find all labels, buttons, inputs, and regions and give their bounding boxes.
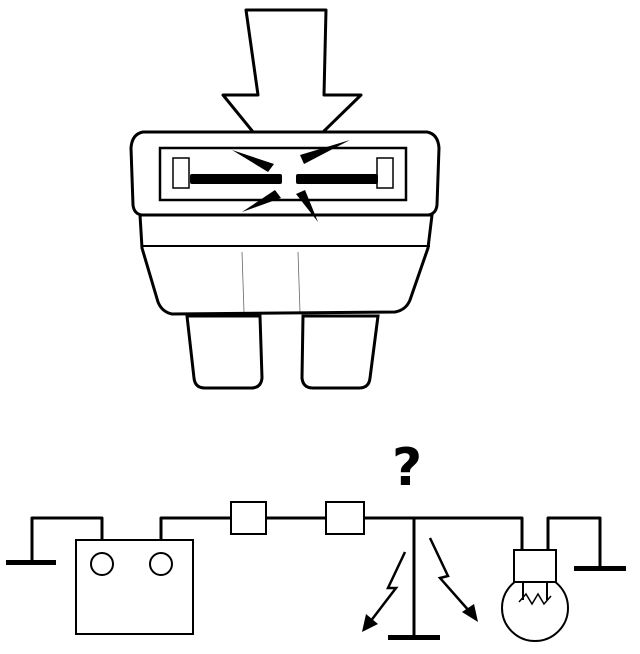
battery-icon	[75, 539, 194, 635]
burst-icon	[232, 140, 350, 222]
fuse-icon	[230, 501, 365, 535]
ground-icon	[388, 635, 440, 640]
ground-icon	[574, 566, 626, 571]
circuit-schematic	[6, 501, 626, 642]
lamp-icon	[501, 549, 569, 642]
lightning-icon	[369, 537, 471, 623]
question-mark: ?	[392, 438, 423, 498]
ground-icon	[6, 560, 56, 565]
blade-fuse-icon	[129, 130, 441, 390]
blade-fuse-illustration	[129, 8, 441, 390]
